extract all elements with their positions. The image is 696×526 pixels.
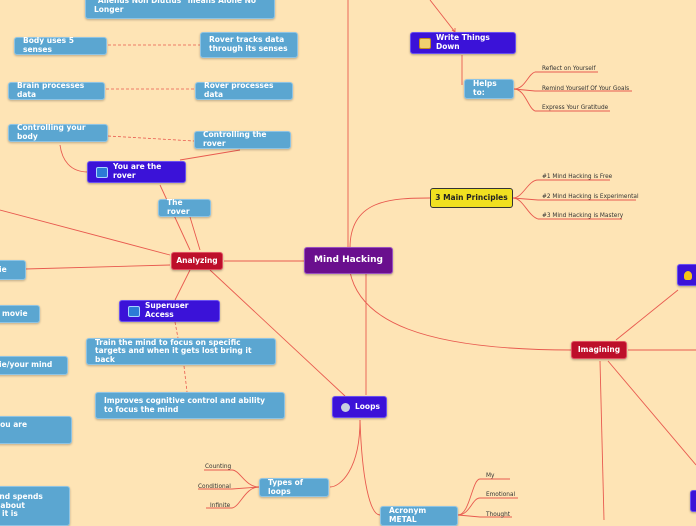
write-things-down-node[interactable]: Write Things Down (410, 32, 516, 54)
train-mind-node[interactable]: Train the mind to focus on specific targ… (86, 338, 276, 365)
principles-label: 3 Main Principles (435, 192, 508, 202)
helps-to-label: Helps to: (473, 79, 497, 97)
cognitive-control-label: Improves cognitive control and ability t… (104, 395, 266, 414)
body-senses-node[interactable]: Body uses 5 senses (14, 36, 107, 55)
rover-tracks-label: Rover tracks data through its senses (209, 35, 288, 53)
left-movie-label: ovie (0, 264, 7, 274)
the-rover-node[interactable]: The rover (158, 198, 211, 217)
left-what-you-are-node[interactable]: t you are nd (0, 416, 72, 444)
notepad-icon (419, 37, 431, 49)
left-movie-your-mind-node[interactable]: ovie/your mind (0, 356, 68, 375)
idea-node-partial[interactable] (677, 264, 696, 286)
controlling-body-node[interactable]: Controlling your body (8, 123, 108, 142)
left-movie-your-mind-label: ovie/your mind (0, 360, 53, 370)
rover-data-label: Rover processes data (204, 81, 274, 99)
you-are-the-rover-label: You are the rover (113, 162, 162, 180)
left-mind-spends-node[interactable]: mind spends re about en it is (0, 486, 70, 526)
loops-node[interactable]: Loops (332, 396, 387, 418)
principle-leaf-1[interactable]: #1 Mind Hacking is Free (542, 174, 613, 180)
the-rover-label: The rover (167, 198, 190, 216)
helps-leaf-2[interactable]: Remind Yourself Of Your Goals (542, 86, 630, 92)
acronym-metal-node[interactable]: Acronym METAL (380, 506, 458, 526)
computer-icon (128, 305, 140, 317)
helps-leaf-1[interactable]: Reflect on Yourself (542, 66, 596, 72)
you-are-the-rover-node[interactable]: You are the rover (87, 161, 186, 183)
rover-data-node[interactable]: Rover processes data (195, 81, 293, 100)
acronym-metal-label: Acronym METAL (389, 506, 427, 524)
controlling-rover-label: Controlling the rover (203, 130, 267, 148)
principle-leaf-3[interactable]: #3 Mind Hacking is Mastery (542, 213, 624, 219)
lightbulb-icon (684, 270, 692, 280)
analyzing-label: Analyzing (176, 255, 218, 265)
analyzing-node[interactable]: Analyzing (171, 252, 223, 270)
computer-icon (96, 166, 108, 178)
left-movie-node[interactable]: ovie (0, 260, 26, 280)
superuser-access-node[interactable]: Superuser Access (119, 300, 220, 322)
left-spends-label-3: en it is (0, 509, 18, 519)
controlling-rover-node[interactable]: Controlling the rover (194, 130, 291, 149)
central-label: Mind Hacking (314, 255, 383, 266)
types-of-loops-node[interactable]: Types of loops (259, 478, 329, 497)
left-spends-label-2: re about (0, 500, 25, 510)
controlling-body-label: Controlling your body (17, 123, 86, 141)
helps-leaf-3[interactable]: Express Your Gratitude (542, 105, 609, 111)
loop-type-counting[interactable]: Counting (205, 464, 232, 470)
left-spends-label-1: mind spends (0, 492, 43, 502)
left-what-label-1: t you are (0, 420, 28, 430)
loops-label: Loops (355, 401, 380, 411)
cognitive-control-node[interactable]: Improves cognitive control and ability t… (95, 392, 285, 419)
body-senses-label: Body uses 5 senses (23, 36, 74, 54)
metal-leaf-thought[interactable]: Thought (486, 512, 511, 518)
imagining-label: Imagining (577, 344, 621, 354)
write-things-down-label: Write Things Down (436, 33, 490, 51)
train-mind-label: Train the mind to focus on specific targ… (95, 337, 252, 364)
left-the-movie-node[interactable]: he movie (0, 305, 40, 323)
left-the-movie-label: he movie (0, 308, 28, 318)
brain-data-label: Brain processes data (17, 81, 85, 99)
cd-icon (341, 402, 350, 412)
principles-node[interactable]: 3 Main Principles (430, 188, 513, 208)
metal-leaf-my[interactable]: My (486, 473, 495, 479)
rover-tracks-node[interactable]: Rover tracks data through its senses (200, 32, 298, 58)
loop-type-infinite[interactable]: Infinite (210, 503, 231, 509)
central-node[interactable]: Mind Hacking (304, 247, 393, 274)
metal-leaf-emotional[interactable]: Emotional (486, 492, 516, 498)
imagining-node[interactable]: Imagining (571, 341, 627, 359)
alienus-label: "Alienus Non Diutius" means Alone No Lon… (94, 0, 257, 14)
superuser-access-label: Superuser Access (145, 301, 189, 319)
right-bottom-node-partial[interactable] (690, 490, 696, 512)
loop-type-conditional[interactable]: Conditional (198, 484, 231, 490)
alienus-node[interactable]: "Alienus Non Diutius" means Alone No Lon… (85, 0, 275, 19)
types-of-loops-label: Types of loops (268, 477, 304, 496)
principle-leaf-2[interactable]: #2 Mind Hacking is Experimental (542, 194, 639, 200)
helps-to-node[interactable]: Helps to: (464, 79, 514, 99)
brain-data-node[interactable]: Brain processes data (8, 81, 105, 100)
